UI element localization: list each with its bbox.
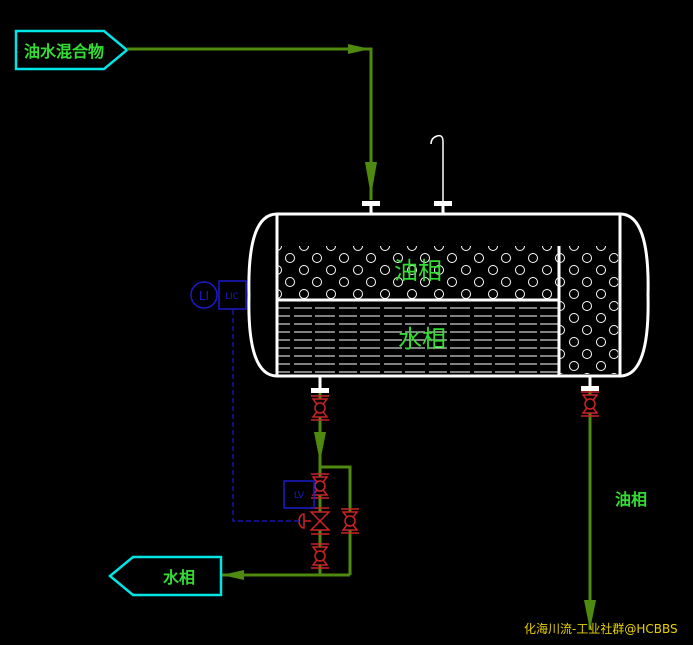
gate-valve-icon[interactable] <box>311 473 329 499</box>
flow-arrow-icon <box>584 600 596 630</box>
li-tag: LI <box>199 289 209 303</box>
feed-stream-tag: 油水混合物 <box>14 29 129 71</box>
oil-outlet-label: 油相 <box>615 490 647 509</box>
bypass-valve-icon[interactable] <box>341 508 359 534</box>
water-outlet-tag: 水相 <box>108 555 223 597</box>
level-indicator-bubble <box>190 281 218 309</box>
control-valve-icon[interactable] <box>298 507 331 535</box>
feed-pipe <box>127 47 373 200</box>
instrumentation <box>190 280 315 522</box>
vent-pipe <box>430 134 444 201</box>
level-valve-box <box>283 480 315 509</box>
flow-arrow-icon <box>365 162 377 196</box>
flow-arrow-icon <box>314 432 326 462</box>
water-tag-label: 水相 <box>163 568 195 587</box>
lv-tag: LV <box>294 491 305 501</box>
lic-tag: LIC <box>225 292 239 302</box>
separator-vessel: 油相 水相 <box>247 134 650 393</box>
gate-valve-icon[interactable] <box>311 395 329 421</box>
flow-arrow-icon <box>348 44 370 54</box>
flow-arrow-icon <box>222 570 244 580</box>
level-controller-box <box>218 280 247 310</box>
feed-tag-label: 油水混合物 <box>24 42 104 61</box>
watermark: 化海川流-工业社群@HCBBS <box>524 621 678 636</box>
water-outlet-pipe <box>222 393 352 577</box>
gate-valve-icon[interactable] <box>311 543 329 569</box>
water-phase-label: 水相 <box>398 325 446 353</box>
gate-valve-icon[interactable] <box>581 391 599 417</box>
oil-phase-label: 油相 <box>394 257 442 285</box>
